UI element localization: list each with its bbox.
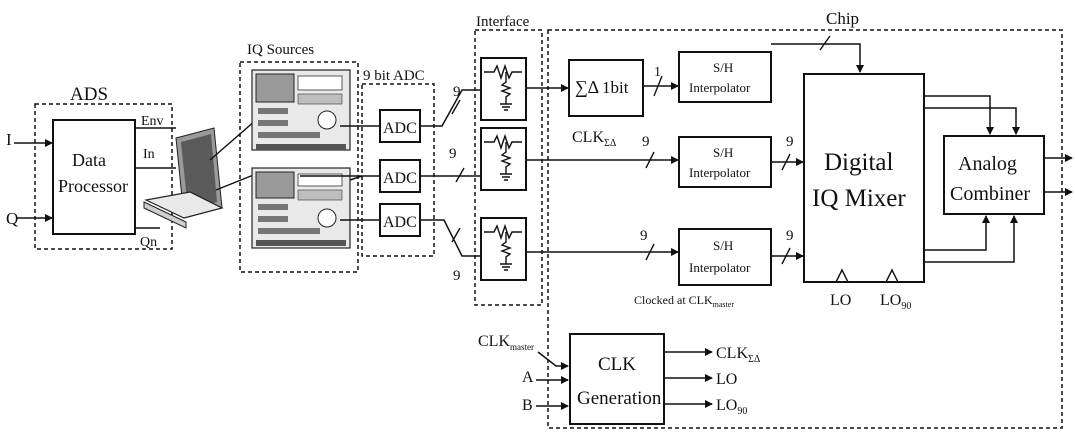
sh2-out-width: 9 bbox=[786, 134, 794, 150]
clkgen-out-lo90-label: LO90 bbox=[716, 397, 747, 417]
clkgen-in-master-wire bbox=[538, 352, 568, 366]
sigma-delta-label: 1bit bbox=[602, 78, 629, 97]
bus-adc2-width: 9 bbox=[449, 146, 457, 162]
laptop-link-top bbox=[210, 120, 256, 160]
adc-label-1: ADC bbox=[383, 120, 417, 137]
sh3-in-width: 9 bbox=[640, 228, 648, 244]
bus-adc3 bbox=[420, 220, 480, 256]
adc-label-2: ADC bbox=[383, 170, 417, 187]
mixer-comb-wire-1 bbox=[924, 96, 990, 134]
sh-3-line1: S/H bbox=[713, 238, 733, 253]
bus-adc2-slash bbox=[456, 168, 464, 182]
mixer-comb-wire-3 bbox=[924, 216, 986, 250]
sh-3-line2: Interpolator bbox=[689, 260, 751, 275]
resistor-network-icon-3 bbox=[481, 218, 526, 280]
output-env-label: Env bbox=[141, 114, 164, 129]
bus-adc3-width: 9 bbox=[453, 268, 461, 284]
clkgen-in-a-label: A bbox=[522, 369, 534, 386]
mixer-lo-label: LO bbox=[830, 292, 851, 309]
output-qn-label: Qn bbox=[140, 235, 157, 250]
mixer-line2: IQ Mixer bbox=[812, 185, 906, 212]
sh-1-line2: Interpolator bbox=[689, 80, 751, 95]
signal-generator-bottom-icon bbox=[252, 168, 350, 248]
mixer-line1: Digital bbox=[824, 149, 893, 176]
sh3-out-width: 9 bbox=[786, 228, 794, 244]
clkgen-line2: Generation bbox=[577, 388, 662, 409]
sh1-mixer-wire bbox=[771, 44, 860, 72]
iq-sources-label: IQ Sources bbox=[247, 42, 314, 58]
input-q-label: Q bbox=[6, 209, 18, 228]
data-processor-line2: Processor bbox=[58, 176, 128, 196]
combiner-line1: Analog bbox=[958, 153, 1017, 175]
signal-generator-top-icon bbox=[252, 70, 350, 150]
clkgen-line1: CLK bbox=[598, 354, 636, 375]
bus-adc3-slash bbox=[452, 228, 460, 242]
bus-adc1-width: 9 bbox=[453, 84, 461, 100]
sd-sh1-width: 1 bbox=[654, 65, 661, 80]
sh-1-line1: S/H bbox=[713, 60, 733, 75]
mixer-comb-wire-4 bbox=[924, 216, 1014, 262]
ads-label: ADS bbox=[70, 84, 108, 105]
adc-label-3: ADC bbox=[383, 214, 417, 231]
sigma-delta-symbol: ∑∆ bbox=[575, 77, 599, 97]
laptop-icon bbox=[144, 128, 222, 228]
data-processor-line1: Data bbox=[72, 150, 106, 170]
sh1-mixer-slash bbox=[820, 36, 830, 50]
resistor-network-icon-1 bbox=[481, 58, 526, 120]
clkgen-out-lo-label: LO bbox=[716, 371, 737, 388]
mixer-comb-wire-2 bbox=[924, 108, 1016, 134]
sh-2-line1: S/H bbox=[713, 145, 733, 160]
clkgen-out-sd-label: CLKΣΔ bbox=[716, 345, 761, 365]
chip-label: Chip bbox=[826, 9, 859, 28]
sh2-in-width: 9 bbox=[642, 134, 650, 150]
sh-2-line2: Interpolator bbox=[689, 165, 751, 180]
clocked-at-label: Clocked at CLKmaster bbox=[634, 293, 734, 309]
clkgen-in-b-label: B bbox=[522, 397, 533, 414]
clk-generation-block bbox=[570, 334, 664, 424]
input-i-label: I bbox=[6, 130, 12, 149]
clk-sd-label: CLKΣΔ bbox=[572, 129, 617, 149]
mixer-lo90-label: LO90 bbox=[880, 292, 911, 312]
combiner-line2: Combiner bbox=[950, 183, 1030, 205]
clkgen-in-master-label: CLKmaster bbox=[478, 333, 534, 352]
digital-iq-mixer-block bbox=[804, 74, 924, 282]
output-in-label: In bbox=[143, 147, 155, 162]
adc-group-label: 9 bit ADC bbox=[363, 68, 425, 84]
resistor-network-icon-2 bbox=[481, 128, 526, 190]
interface-label: Interface bbox=[476, 14, 530, 30]
bus-adc1 bbox=[420, 90, 480, 126]
